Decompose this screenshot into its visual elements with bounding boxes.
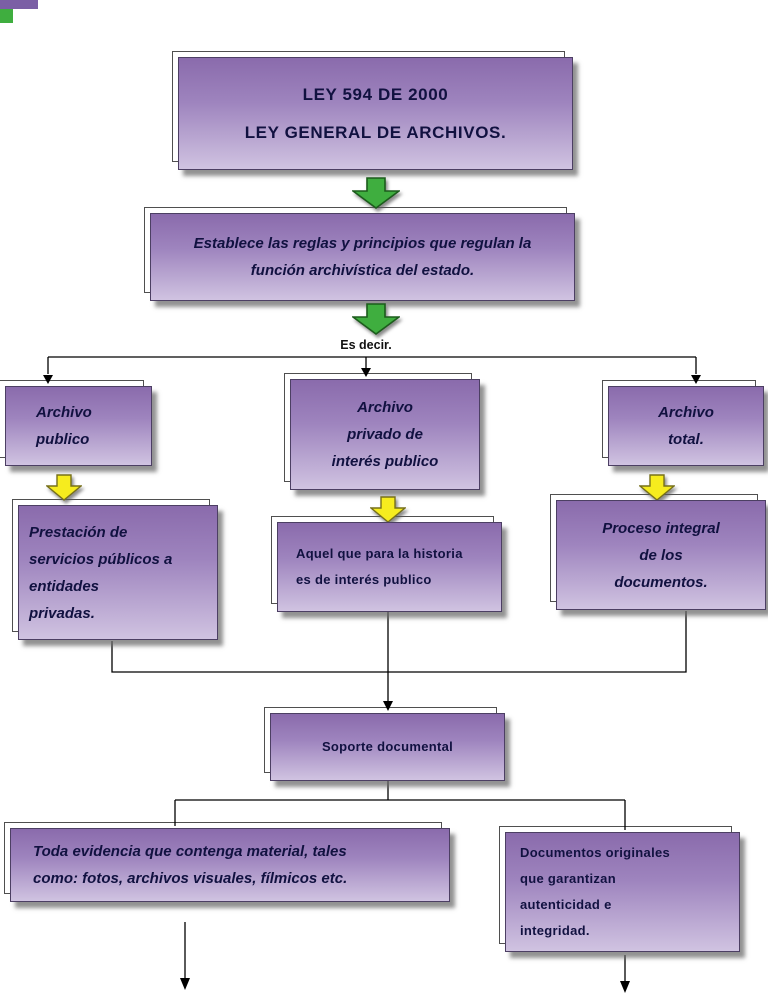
node-archivo-publico: Archivo publico <box>0 380 152 466</box>
node-prestacion: Prestación de servicios públicos a entid… <box>12 499 218 640</box>
node-archivo-total: Archivo total. <box>602 380 764 466</box>
branch-label: Es decir. <box>340 338 392 352</box>
node-documentos-originales: Documentos originales que garantizan aut… <box>499 826 740 952</box>
green-down-arrow-icon <box>352 177 400 209</box>
title-line-2: LEY GENERAL DE ARCHIVOS. <box>244 122 507 142</box>
yellow-down-arrow-icon <box>370 496 406 523</box>
yellow-down-arrow-icon <box>639 474 675 501</box>
node-intro: Establece las reglas y principios que re… <box>144 207 575 301</box>
corner-decoration-green <box>0 9 13 23</box>
title-line-1: LEY 594 DE 2000 <box>302 84 449 104</box>
yellow-down-arrow-icon <box>46 474 82 501</box>
node-toda-evidencia: Toda evidencia que contenga material, ta… <box>4 822 450 902</box>
green-down-arrow-icon <box>352 303 400 335</box>
node-proceso: Proceso integral de los documentos. <box>550 494 766 610</box>
node-aquel: Aquel que para la historia es de interés… <box>271 516 502 612</box>
node-title: LEY 594 DE 2000 LEY GENERAL DE ARCHIVOS. <box>172 51 573 170</box>
node-soporte-documental: Soporte documental <box>264 707 505 781</box>
node-archivo-privado: Archivo privado de interés publico <box>284 373 480 490</box>
corner-decoration-purple <box>0 0 38 9</box>
